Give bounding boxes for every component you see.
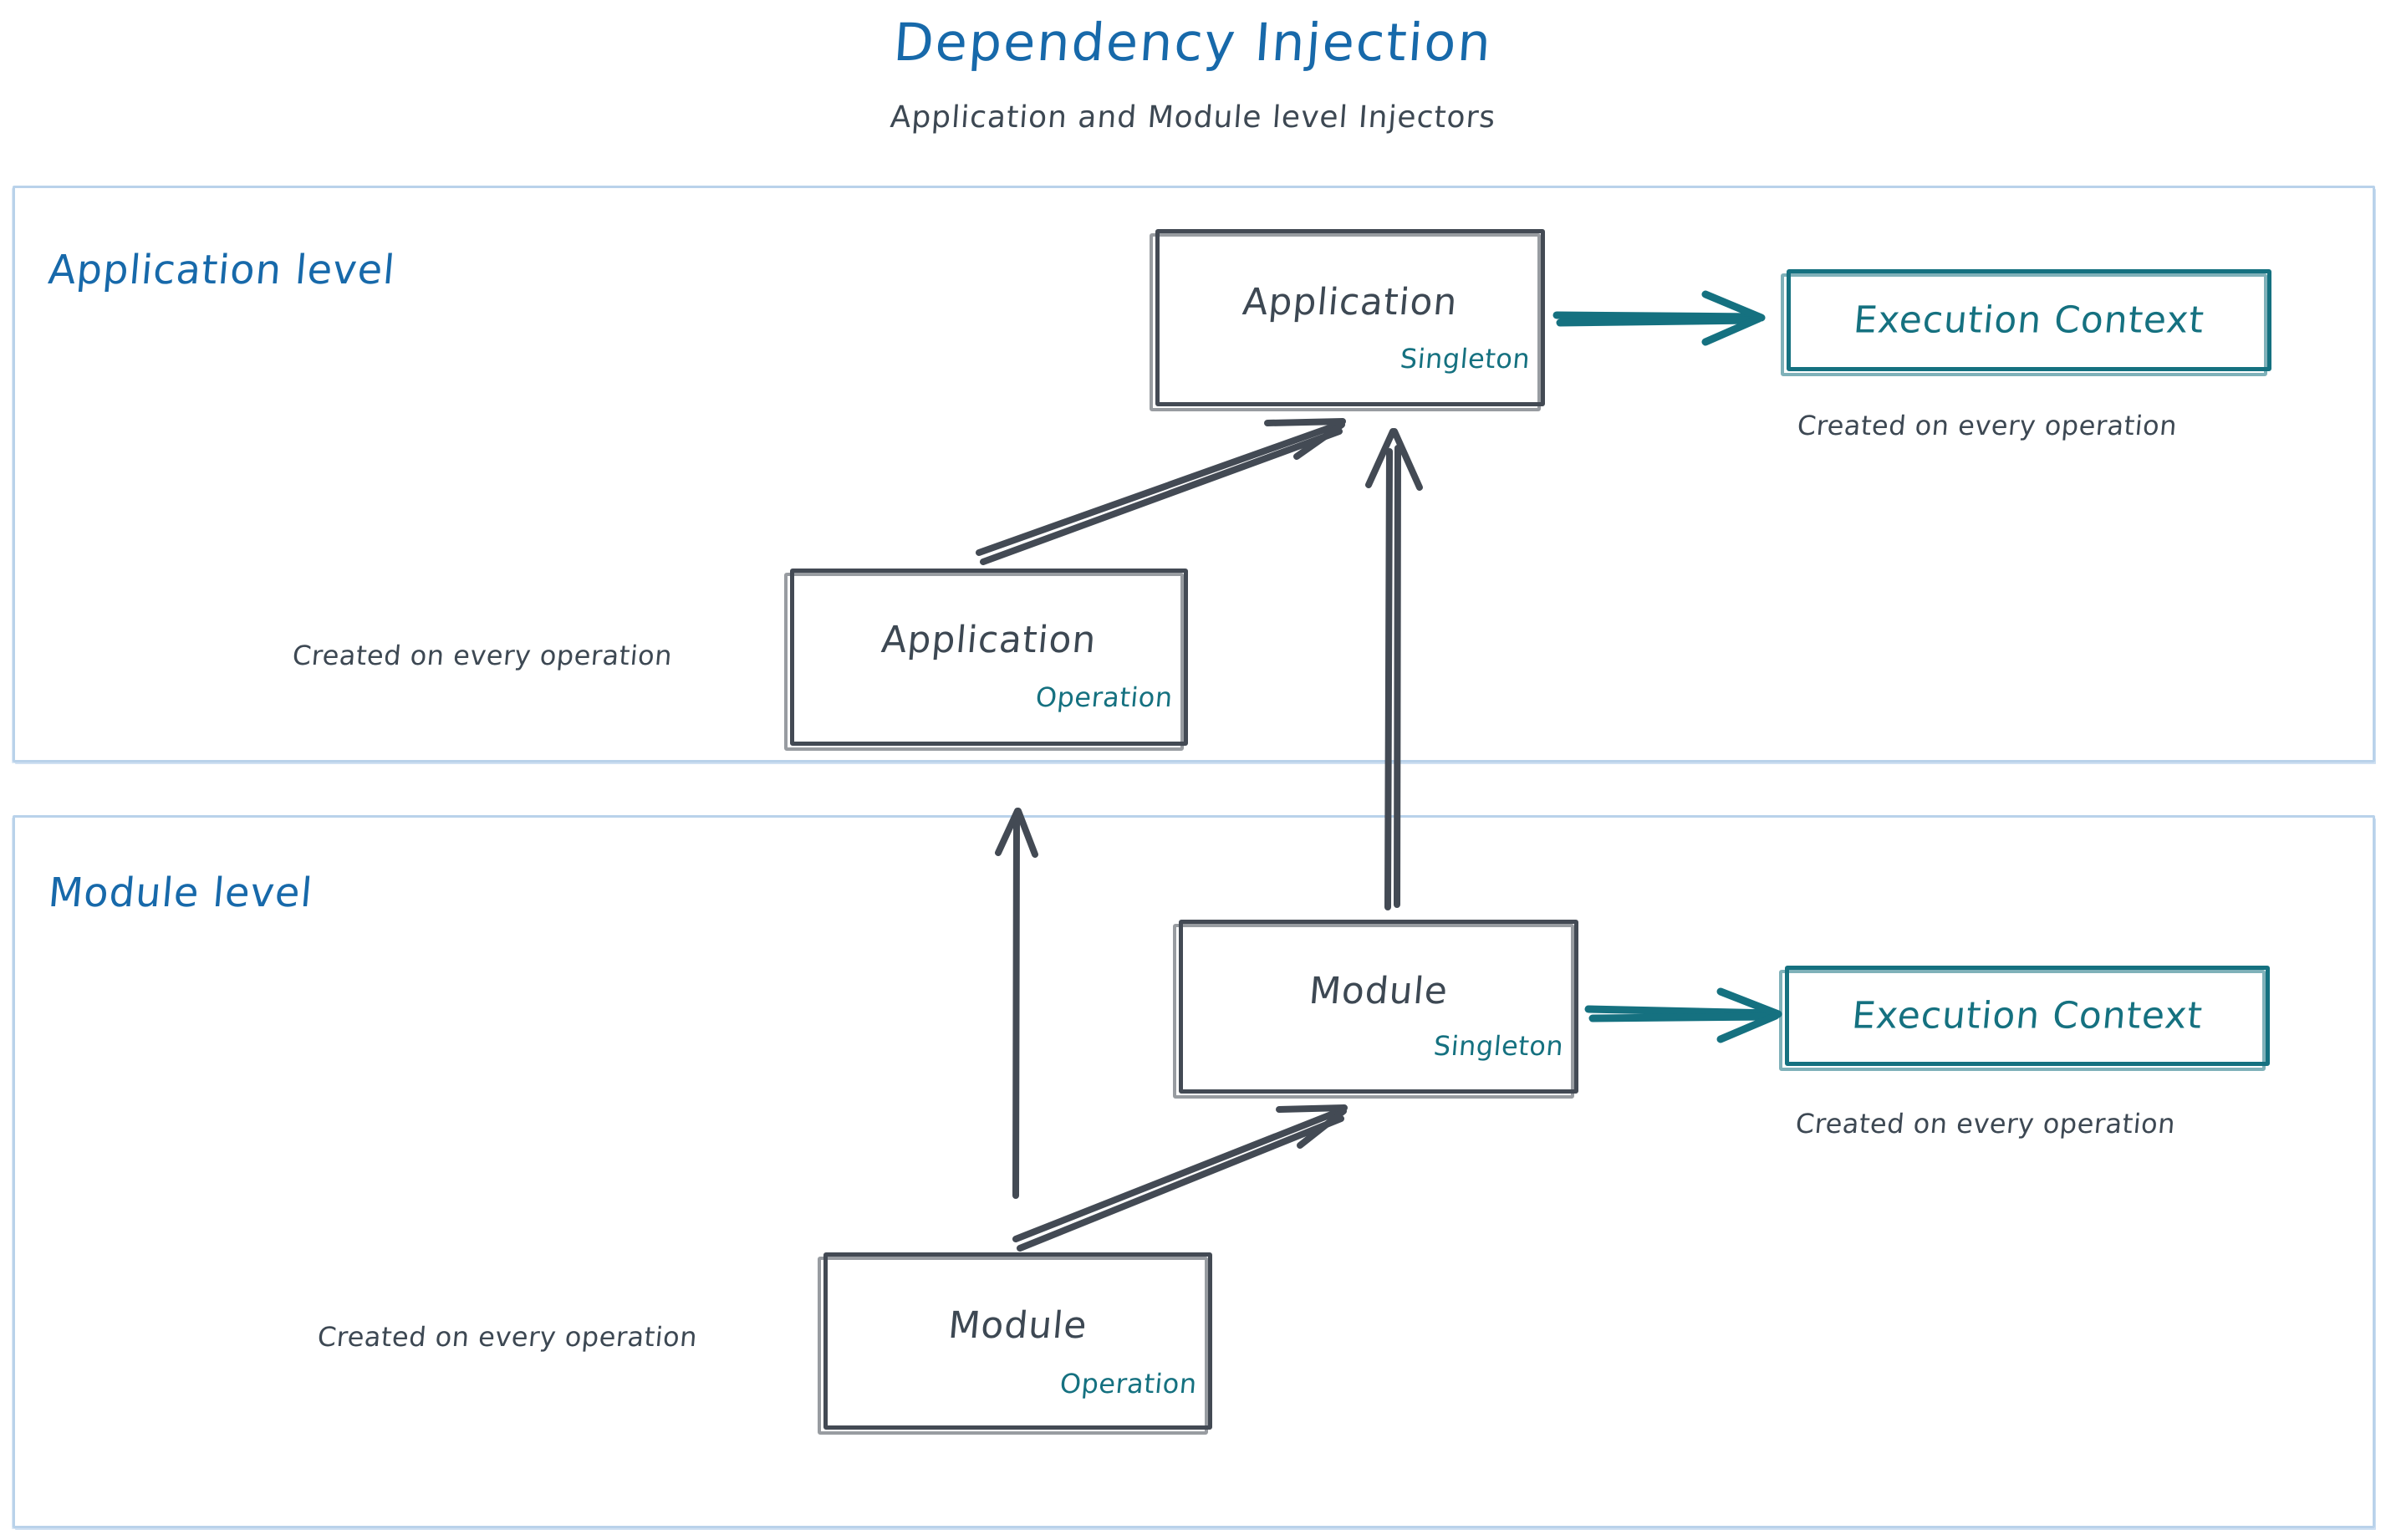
caption-module-operation: Created on every operation <box>316 1321 699 1353</box>
node-frame-sketch <box>784 573 1184 751</box>
node-scope-badge: Singleton <box>1432 1030 1565 1062</box>
node-module-operation[interactable]: Module Operation <box>818 1252 1212 1435</box>
node-scope-badge: Operation <box>1058 1368 1199 1400</box>
application-level-label: Application level <box>46 247 398 293</box>
node-title: Application <box>879 619 1099 661</box>
node-application-execution-context[interactable]: Execution Context <box>1781 269 2271 376</box>
node-module-singleton[interactable]: Module Singleton <box>1173 920 1578 1099</box>
node-frame <box>823 1252 1212 1430</box>
module-level-label: Module level <box>46 869 315 916</box>
node-module-execution-context[interactable]: Execution Context <box>1779 966 2270 1071</box>
caption-application-execution-context: Created on every operation <box>1796 410 2179 441</box>
application-level-container <box>13 186 2375 762</box>
page-subtitle: Application and Module level Injectors <box>889 100 1497 135</box>
caption-application-operation: Created on every operation <box>291 640 674 671</box>
node-frame-sketch <box>1150 233 1541 411</box>
module-level-container <box>13 815 2375 1528</box>
node-title: Module <box>1307 970 1450 1012</box>
node-title: Execution Context <box>1852 298 2206 342</box>
caption-module-execution-context: Created on every operation <box>1794 1108 2177 1140</box>
node-frame <box>1155 229 1545 406</box>
node-title: Execution Context <box>1850 994 2205 1038</box>
node-frame-sketch <box>1779 970 2266 1071</box>
node-frame-sketch <box>818 1257 1208 1435</box>
node-frame <box>1785 966 2270 1066</box>
page-title: Dependency Injection <box>891 12 1495 73</box>
node-title: Application <box>1241 281 1460 324</box>
node-scope-badge: Operation <box>1034 681 1175 713</box>
node-application-singleton[interactable]: Application Singleton <box>1150 229 1545 411</box>
node-frame <box>1787 269 2271 371</box>
node-frame <box>790 569 1188 746</box>
node-title: Module <box>946 1304 1089 1347</box>
node-frame-sketch <box>1173 924 1574 1099</box>
node-application-operation[interactable]: Application Operation <box>784 569 1188 751</box>
node-frame <box>1179 920 1578 1094</box>
node-frame-sketch <box>1781 273 2267 376</box>
node-scope-badge: Singleton <box>1399 343 1532 375</box>
